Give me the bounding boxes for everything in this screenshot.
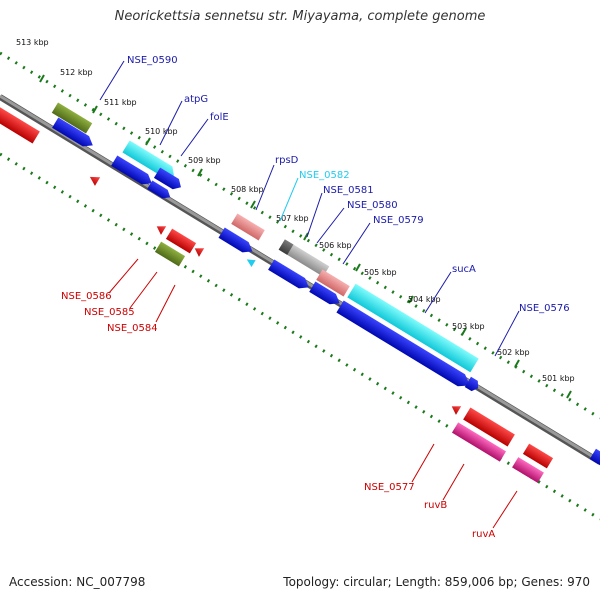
leader-line-nse-0582 <box>279 177 299 222</box>
gene-feature-ruvb[interactable] <box>451 422 507 462</box>
gene-feature-nse-0582[interactable] <box>218 227 256 257</box>
gene-feature-small-red-1[interactable] <box>87 173 101 186</box>
kbp-label: 506 kbp <box>319 241 352 250</box>
major-ticks <box>39 74 572 399</box>
gene-feature-nse-0584-olive[interactable] <box>154 241 186 267</box>
kbp-label: 502 kbp <box>497 348 530 357</box>
gene-feature-fole[interactable] <box>111 155 155 188</box>
map-title: Neorickettsia sennetsu str. Miyayama, co… <box>114 9 486 24</box>
gene-label-ruva: ruvA <box>472 529 495 540</box>
gene-feature-ruva[interactable] <box>512 457 544 483</box>
gene-feature-nse-0585[interactable] <box>165 228 197 254</box>
accession-text: Accession: NC_007798 <box>9 575 146 589</box>
gene-label-nse-0585: NSE_0585 <box>84 307 135 318</box>
gene-feature-nse-0579[interactable] <box>309 281 343 309</box>
gene-label-nse-0577: NSE_0577 <box>364 482 415 493</box>
gene-feature-nse-0576-small[interactable] <box>464 376 481 393</box>
leader-lines-forward <box>99 60 520 357</box>
gene-feature-left-red[interactable] <box>0 104 40 144</box>
gene-feature-ruva-red[interactable] <box>522 443 554 469</box>
gene-label-nse-0584: NSE_0584 <box>107 323 158 334</box>
gene-feature-small-red-2[interactable] <box>192 244 205 257</box>
gene-feature-nse-0577[interactable] <box>463 407 515 447</box>
gene-feature-small-red-3[interactable] <box>449 402 462 415</box>
kbp-label: 505 kbp <box>364 268 397 277</box>
gene-feature-nse-0586[interactable] <box>154 222 167 235</box>
gene-label-nse-0590: NSE_0590 <box>127 55 178 66</box>
inner-tick-ring <box>0 152 600 521</box>
gene-feature-nse-0581[interactable] <box>278 239 330 277</box>
gene-feature-nse-0576[interactable] <box>336 300 473 392</box>
gene-feature-rpsd[interactable] <box>231 213 265 241</box>
gene-feature-folE-arrow[interactable] <box>147 180 173 201</box>
kbp-label: 501 kbp <box>542 374 575 383</box>
kbp-label: 510 kbp <box>145 127 178 136</box>
kbp-label: 504 kbp <box>408 295 441 304</box>
gene-label-nse-0586: NSE_0586 <box>61 291 112 302</box>
kbp-label: 509 kbp <box>188 156 221 165</box>
gene-label-suca: sucA <box>452 264 476 275</box>
gene-label-nse-0580: NSE_0580 <box>347 200 398 211</box>
kbp-label: 511 kbp <box>104 98 137 107</box>
gene-label-fole: folE <box>210 112 229 123</box>
gene-label-rpsd: rpsD <box>275 155 299 166</box>
topology-text: Topology: circular; Length: 859,006 bp; … <box>283 575 590 589</box>
leader-lines-reverse <box>108 258 518 529</box>
gene-label-atpg: atpG <box>184 94 208 105</box>
gene-label-nse-0576: NSE_0576 <box>519 303 570 314</box>
outer-tick-ring <box>0 51 600 420</box>
gene-label-ruvb: ruvB <box>424 500 447 511</box>
gene-feature-nse-0580-blue[interactable] <box>268 259 312 292</box>
gene-feature-cyan-arrow[interactable] <box>245 256 256 267</box>
gene-feature-atpg[interactable] <box>52 117 96 150</box>
kbp-label: 507 kbp <box>276 214 309 223</box>
gene-feature-nse-0580[interactable] <box>316 269 350 297</box>
kbp-label: 508 kbp <box>231 185 264 194</box>
gene-feature-nse-0590[interactable] <box>51 102 93 134</box>
gene-feature-right-edge[interactable] <box>589 448 600 466</box>
gene-label-nse-0581: NSE_0581 <box>323 185 374 196</box>
gene-feature-fole-2[interactable] <box>153 167 184 193</box>
gene-label-nse-0579: NSE_0579 <box>373 215 424 226</box>
kbp-label: 513 kbp <box>16 38 49 47</box>
gene-label-nse-0582: NSE_0582 <box>299 170 350 181</box>
kbp-label: 503 kbp <box>452 322 485 331</box>
gene-feature-suca[interactable] <box>347 283 479 373</box>
kbp-label: 512 kbp <box>60 68 93 77</box>
